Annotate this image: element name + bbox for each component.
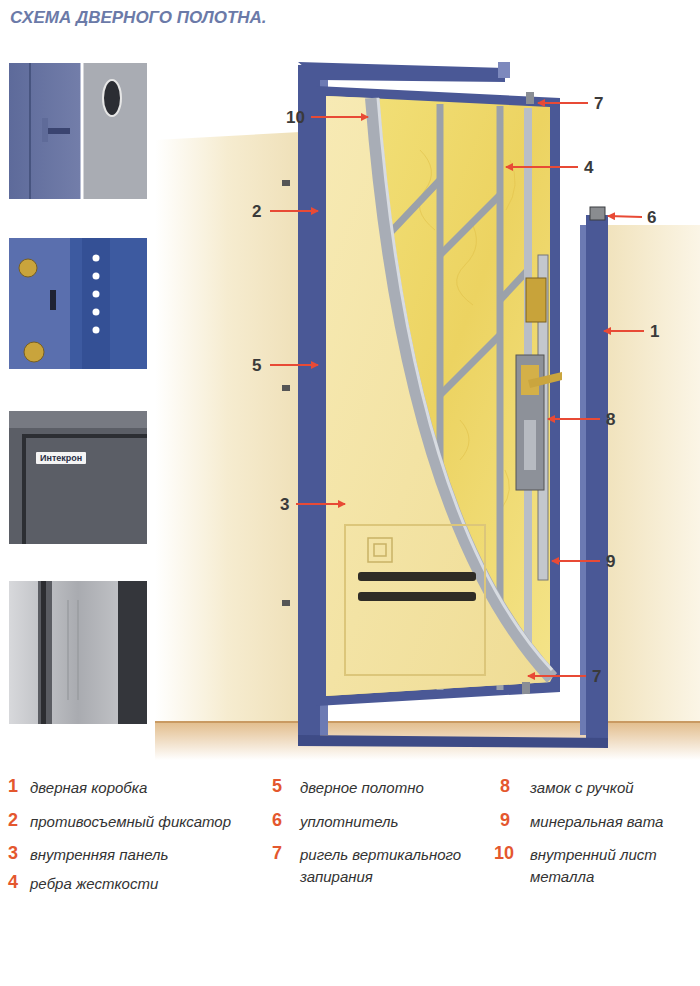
legend-text: минеральная вата	[530, 811, 695, 833]
callout-number: 7	[594, 94, 603, 114]
callout-number: 8	[606, 410, 615, 430]
legend-number: 5	[272, 776, 282, 797]
legend-text: ригель вертикального запирания	[300, 844, 490, 888]
logo-text: Интекрон	[36, 452, 86, 464]
callout-number: 10	[286, 108, 305, 128]
callout-number: 4	[584, 158, 593, 178]
callout-number: 9	[606, 552, 615, 572]
legend-text: замок с ручкой	[530, 777, 695, 799]
legend-number: 6	[272, 810, 282, 831]
legend-number: 2	[8, 810, 18, 831]
legend-text: противосъемный фиксатор	[30, 811, 255, 833]
callout-number: 2	[252, 202, 261, 222]
legend-text: дверное полотно	[300, 777, 490, 799]
callout-number: 6	[647, 208, 656, 228]
legend-text: внутренний лист металла	[530, 844, 695, 888]
callout-number: 5	[252, 356, 261, 376]
legend-text: уплотнитель	[300, 811, 490, 833]
diagram-title: СХЕМА ДВЕРНОГО ПОЛОТНА.	[10, 8, 267, 28]
legend-text: внутренняя панель	[30, 844, 255, 866]
legend-number: 1	[8, 776, 18, 797]
callout-number: 3	[280, 495, 289, 515]
legend-number: 3	[8, 843, 18, 864]
legend-number: 9	[500, 810, 510, 831]
callout-number: 1	[650, 322, 659, 342]
legend-text: дверная коробка	[30, 777, 255, 799]
callout-number: 7	[592, 667, 601, 687]
legend-number: 7	[272, 843, 282, 864]
legend-text: ребра жесткости	[30, 873, 255, 895]
legend-number: 4	[8, 872, 18, 893]
legend-number: 8	[500, 776, 510, 797]
legend-number: 10	[494, 843, 514, 864]
